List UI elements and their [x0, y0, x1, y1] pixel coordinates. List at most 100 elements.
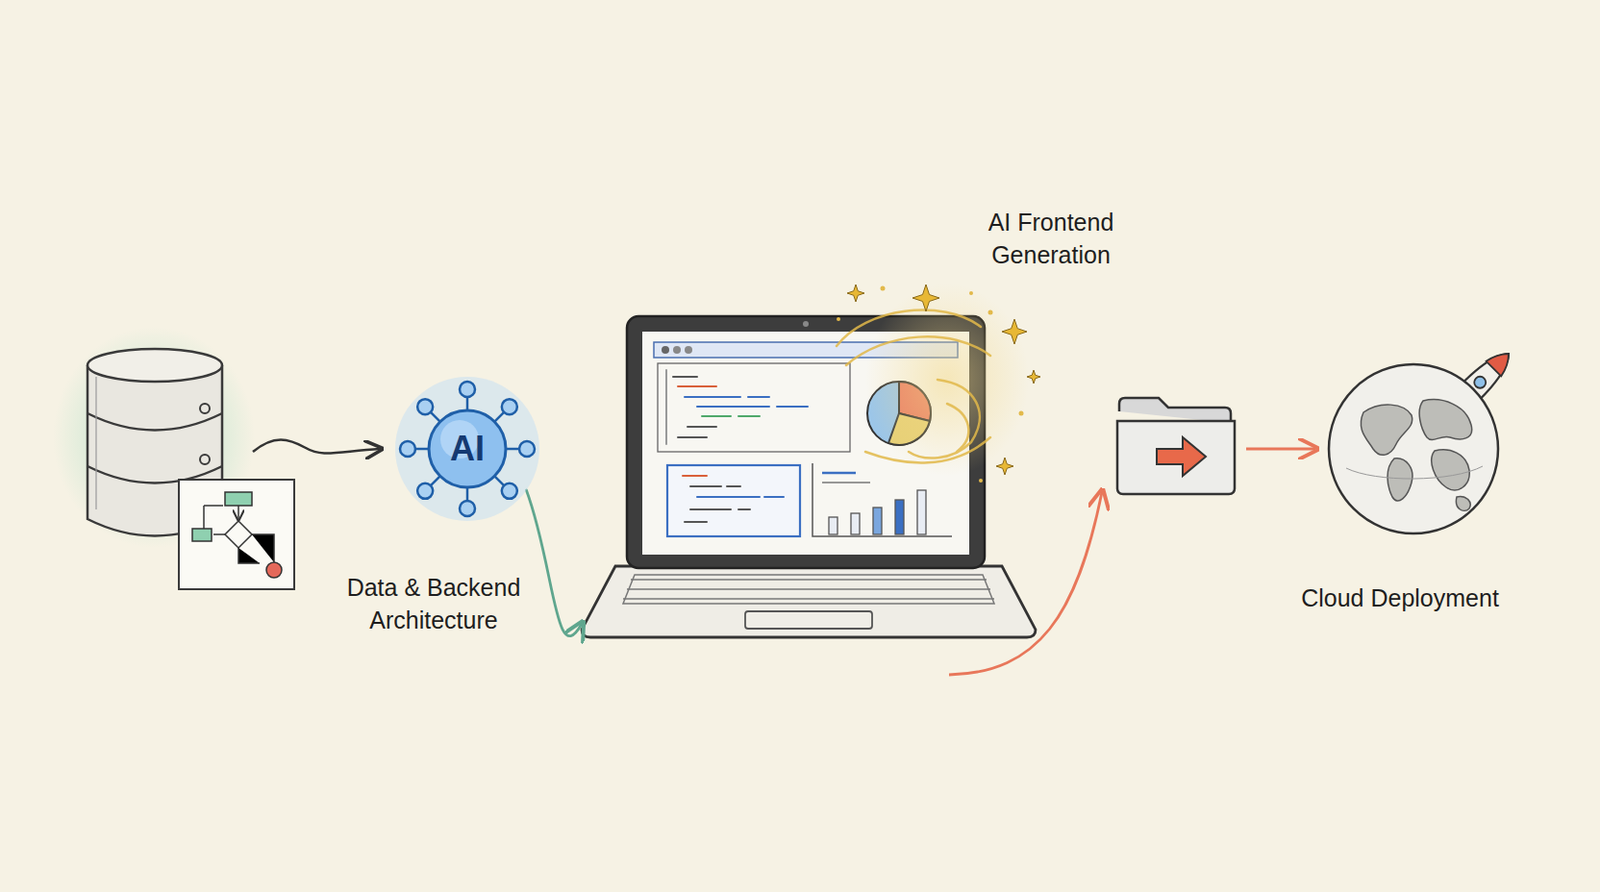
sparkle-swirl — [836, 283, 1041, 483]
ai-hub: AIData & Backend Architecture — [395, 376, 540, 522]
flowchart-card — [178, 479, 295, 590]
stage-label: AI Frontend Generation — [954, 205, 1148, 272]
globe-shape — [1419, 400, 1473, 441]
laptop-screen: AI Frontend Generation — [581, 316, 1036, 638]
flowchart-card — [225, 492, 252, 506]
sparkle-swirl — [836, 317, 841, 322]
flow-connector — [525, 490, 582, 637]
flow-arrow — [1246, 448, 1316, 451]
globe-shape — [1360, 404, 1412, 455]
database-icon — [87, 349, 223, 382]
laptop-illustration — [623, 575, 995, 604]
hub-shape — [417, 399, 433, 415]
sparkle-swirl — [847, 284, 1041, 475]
hub-shape — [400, 441, 416, 457]
flowchart-card — [238, 548, 260, 564]
sparkle-swirl — [1026, 370, 1041, 384]
laptop-illustration — [667, 465, 800, 537]
sparkle-swirl — [996, 457, 1014, 475]
laptop-illustration — [684, 346, 693, 354]
flowchart-card — [266, 562, 282, 578]
flowchart-card — [203, 504, 224, 507]
flowchart-card — [213, 533, 225, 536]
flowchart-card — [225, 521, 252, 549]
rocket-icon — [1472, 374, 1489, 391]
laptop-illustration — [828, 517, 838, 535]
stage-label: Cloud Deployment — [1300, 581, 1500, 615]
database-icon — [200, 403, 210, 414]
laptop-illustration — [690, 508, 750, 511]
sparkle-swirl — [988, 310, 994, 316]
sparkle-swirl — [969, 291, 974, 296]
hub-shape — [459, 500, 475, 517]
laptop-illustration — [802, 321, 809, 327]
laptop-illustration — [684, 396, 770, 399]
rocket-icon — [1486, 346, 1517, 376]
globe-shape — [1346, 466, 1483, 479]
hub-shape — [417, 483, 433, 500]
laptop-illustration — [665, 370, 668, 445]
laptop-illustration — [917, 490, 926, 535]
hub-label: AI — [450, 429, 485, 469]
laptop-illustration — [657, 363, 850, 452]
laptop-illustration — [701, 415, 760, 418]
laptop-illustration — [677, 436, 707, 439]
globe: Cloud Deployment — [1326, 362, 1500, 536]
laptop-illustration — [873, 507, 882, 535]
laptop-illustration — [697, 405, 808, 408]
folder-icon — [1119, 398, 1231, 424]
laptop-illustration — [745, 611, 873, 629]
sparkle-swirl — [880, 286, 886, 292]
laptop-illustration — [812, 463, 952, 537]
laptop-illustration — [626, 588, 991, 591]
hub-shape — [459, 381, 475, 398]
flow-arrow — [949, 492, 1102, 675]
sparkle-swirl — [912, 284, 940, 312]
sparkle-swirl — [836, 310, 991, 464]
globe-shape — [1328, 364, 1499, 534]
sparkle-swirl — [847, 284, 865, 302]
folder-icon — [1117, 398, 1235, 495]
laptop-illustration — [673, 375, 698, 378]
laptop-illustration — [623, 598, 995, 600]
flowchart-card — [202, 505, 205, 529]
globe-shape — [1455, 497, 1471, 512]
laptop-illustration — [630, 578, 987, 581]
flowchart-card — [178, 479, 295, 590]
laptop-illustration — [850, 513, 860, 535]
laptop-illustration — [673, 346, 681, 354]
stage-label: Data & Backend Architecture — [327, 571, 540, 637]
hub-shape — [428, 410, 506, 488]
globe-shape — [1326, 362, 1500, 536]
laptop-illustration — [822, 472, 856, 475]
globe-shape — [1387, 458, 1413, 501]
sparkle-swirl — [846, 336, 991, 366]
hub-shape — [501, 483, 518, 500]
flowchart-card — [192, 528, 212, 542]
hub-shape — [501, 399, 518, 415]
laptop-illustration — [677, 385, 717, 388]
laptop-illustration — [684, 521, 707, 524]
globe-shape — [1431, 450, 1470, 491]
flowchart-card — [237, 505, 240, 520]
flow-arrow — [252, 440, 380, 454]
sparkle-swirl — [1001, 319, 1027, 345]
folder-icon — [1156, 437, 1206, 476]
laptop-illustration — [690, 485, 741, 488]
laptop-illustration — [661, 346, 670, 354]
sparkle-swirl — [978, 478, 983, 483]
folder-icon — [1117, 421, 1235, 495]
hub-shape — [519, 441, 535, 457]
sparkle-swirl — [836, 286, 1025, 484]
sparkle-swirl — [947, 403, 969, 452]
laptop-illustration — [682, 475, 784, 523]
database-icon — [200, 454, 210, 465]
laptop-illustration — [581, 566, 1036, 638]
laptop-illustration — [623, 575, 995, 604]
flowchart-card — [251, 534, 275, 563]
sparkle-swirl — [908, 379, 980, 459]
laptop-illustration — [895, 500, 904, 535]
laptop-illustration — [697, 496, 784, 499]
hub-shape — [395, 376, 540, 522]
laptop-illustration — [666, 370, 808, 445]
